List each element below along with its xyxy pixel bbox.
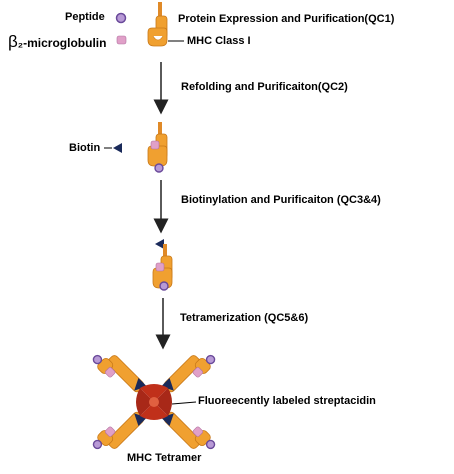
b2m-label: β₂-microglobulin bbox=[8, 33, 106, 51]
streptavidin-icon bbox=[136, 384, 172, 420]
refolded-mhc-icon bbox=[147, 122, 168, 173]
peptide-label: Peptide bbox=[65, 11, 105, 23]
b2m-suffix: ₂-microglobulin bbox=[17, 36, 107, 50]
mhc-tetramer-label: MHC Tetramer bbox=[127, 452, 202, 464]
beta-symbol: β bbox=[8, 32, 18, 51]
b2m-icon bbox=[116, 35, 127, 45]
mhc-tetramer-icon bbox=[92, 354, 216, 450]
step4-label: Tetramerization (QC5&6) bbox=[180, 312, 309, 324]
streptavidin-leader-line bbox=[171, 401, 197, 405]
mhc-class-label: MHC Class I bbox=[187, 35, 251, 47]
biotin-icon bbox=[113, 143, 122, 153]
step2-label: Refolding and Purificaiton(QC2) bbox=[181, 81, 348, 93]
biotin-label: Biotin bbox=[69, 142, 101, 154]
step3-label: Biotinylation and Purificaiton (QC3&4) bbox=[181, 194, 381, 206]
mhc-heavy-chain-icon bbox=[147, 2, 168, 47]
biotinylated-mhc-icon bbox=[152, 239, 173, 291]
step1-label: Protein Expression and Purification(QC1) bbox=[178, 13, 395, 25]
peptide-icon bbox=[115, 12, 127, 24]
streptavidin-label: Fluoreecently labeled streptacidin bbox=[198, 395, 376, 407]
